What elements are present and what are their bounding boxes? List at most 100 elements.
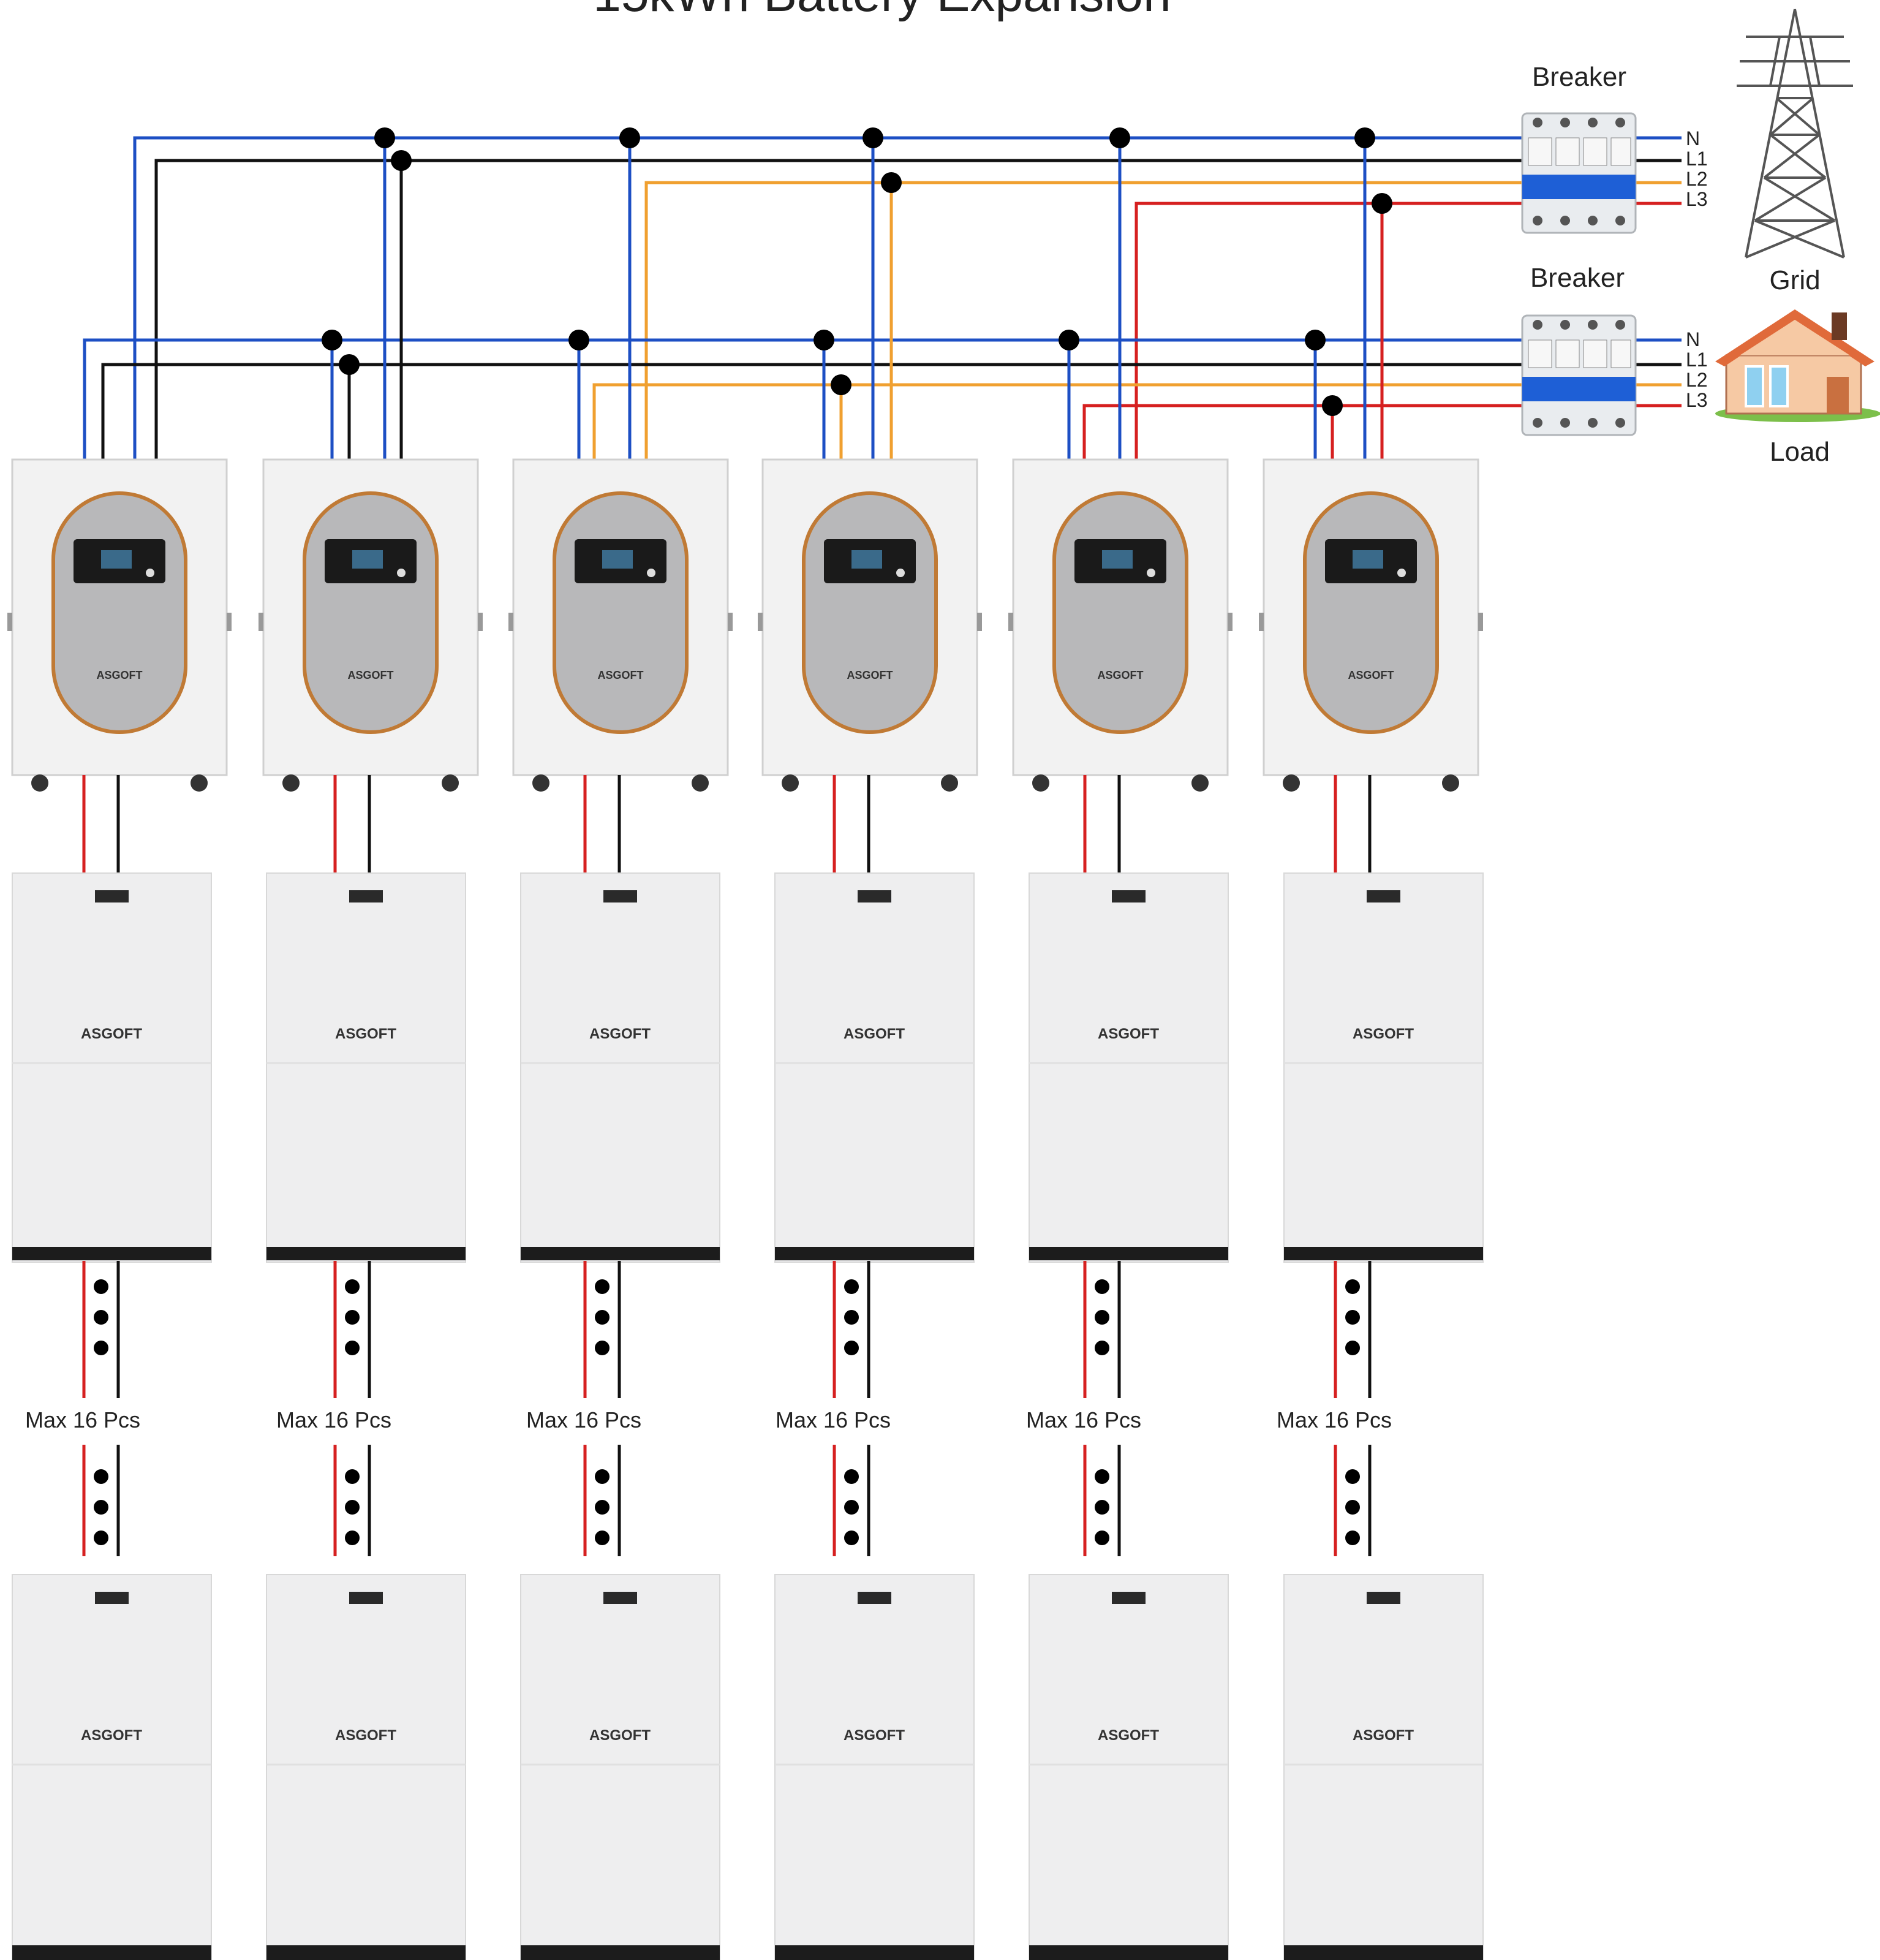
grid-terminal-l2: L2 [1686,168,1708,190]
side-handle [1008,613,1013,631]
transmission-tower-icon [1737,9,1853,259]
battery-indicator [603,1592,637,1604]
battery-body [266,872,466,1263]
battery-base [1284,1247,1483,1260]
load-terminal-n: N [1686,328,1700,350]
power-button [397,569,406,577]
grid-terminal-n: N [1686,127,1700,149]
battery-icon: ASGOFT [1283,1574,1484,1960]
max-pcs-label: Max 16 Pcs [25,1407,140,1432]
battery-base [266,1247,466,1260]
battery-icon: ASGOFT [774,872,975,1263]
ellipsis-dot [1345,1500,1360,1515]
junction-dot [391,150,412,171]
inverter-faceplate [553,491,689,734]
inverter-icon: ASGOFT [1259,458,1483,792]
battery-indicator [1112,890,1146,902]
inverter-icon: ASGOFT [7,458,232,792]
junction-dot [814,330,834,350]
breaker-icon [1521,112,1637,234]
inverter-column: ASGOFT ASGOFT ASGOFT Max 16 Pcs [7,458,232,1960]
junction-dot [1354,127,1375,148]
battery-brand: ASGOFT [81,1026,142,1042]
display-screen [1102,550,1133,569]
load-bus-n [83,338,1682,460]
ellipsis-dot [94,1531,108,1545]
inverter-faceplate [51,491,187,734]
ellipsis-dot [844,1500,859,1515]
ellipsis-dot [345,1531,360,1545]
inverter-faceplate [1052,491,1188,734]
grid-terminal-l3: L3 [1686,188,1708,210]
inverter-faceplate [802,491,938,734]
max-pcs-label: Max 16 Pcs [776,1407,891,1432]
junction-dot [863,127,883,148]
battery-body [520,1574,720,1960]
battery-indicator [349,890,383,902]
battery-base [775,1247,974,1260]
battery-body [1029,1574,1229,1960]
wheel [191,774,208,792]
battery-icon: ASGOFT [1029,872,1229,1263]
ellipsis-dot [1095,1279,1109,1294]
side-handle [227,613,232,631]
wheel [442,774,459,792]
battery-indicator [1367,1592,1400,1604]
breaker-icon [1521,314,1637,436]
inverter-column: ASGOFT ASGOFT ASGOFT Max 16 Pcs [758,458,982,1960]
grid-label: Grid [1769,265,1820,295]
battery-icon: ASGOFT [1029,1574,1229,1960]
ellipsis-dot [595,1279,610,1294]
label-bg [538,1398,691,1445]
battery-base [1029,1945,1228,1960]
battery-body [12,872,212,1263]
display-screen [602,550,633,569]
side-handle [1228,613,1233,631]
inverter-brand: ASGOFT [847,669,893,681]
wheel [782,774,799,792]
battery-brand: ASGOFT [589,1026,651,1042]
wheel [282,774,300,792]
battery-icon: ASGOFT [12,1574,212,1960]
junction-dot [1372,193,1392,214]
battery-body [266,1574,466,1960]
battery-brand: ASGOFT [844,1727,905,1744]
label-bg [1038,1398,1191,1445]
junction-dot [322,330,342,350]
junction-dot [619,127,640,148]
load-bus-l3 [1082,404,1682,460]
ellipsis-dot [94,1500,108,1515]
power-button [1397,569,1406,577]
ellipsis-dot [1095,1531,1109,1545]
junction-dot [1305,330,1326,350]
battery-indicator [1112,1592,1146,1604]
ellipsis-dot [1345,1341,1360,1355]
grid-bus-l2 [644,181,1682,460]
battery-body [1029,872,1229,1263]
load-terminal-l3: L3 [1686,389,1708,411]
battery-body [1283,1574,1484,1960]
ellipsis-dot [1345,1531,1360,1545]
battery-indicator [95,1592,129,1604]
ellipsis-dot [1345,1469,1360,1484]
ellipsis-dot [94,1341,108,1355]
side-handle [508,613,513,631]
ellipsis-dot [94,1310,108,1325]
battery-indicator [858,1592,891,1604]
label-bg [1288,1398,1441,1445]
inverter-icon: ASGOFT [508,458,733,792]
junction-dot [1322,395,1343,416]
ellipsis-dot [844,1310,859,1325]
side-handle [259,613,263,631]
wheel [31,774,48,792]
inverter-icon: ASGOFT [758,458,982,792]
grid-breaker [1521,112,1637,234]
battery-indicator [95,890,129,902]
battery-icon: ASGOFT [1283,872,1484,1263]
battery-brand: ASGOFT [335,1026,396,1042]
ellipsis-dot [844,1279,859,1294]
battery-icon: ASGOFT [266,872,466,1263]
battery-icon: ASGOFT [12,872,212,1263]
